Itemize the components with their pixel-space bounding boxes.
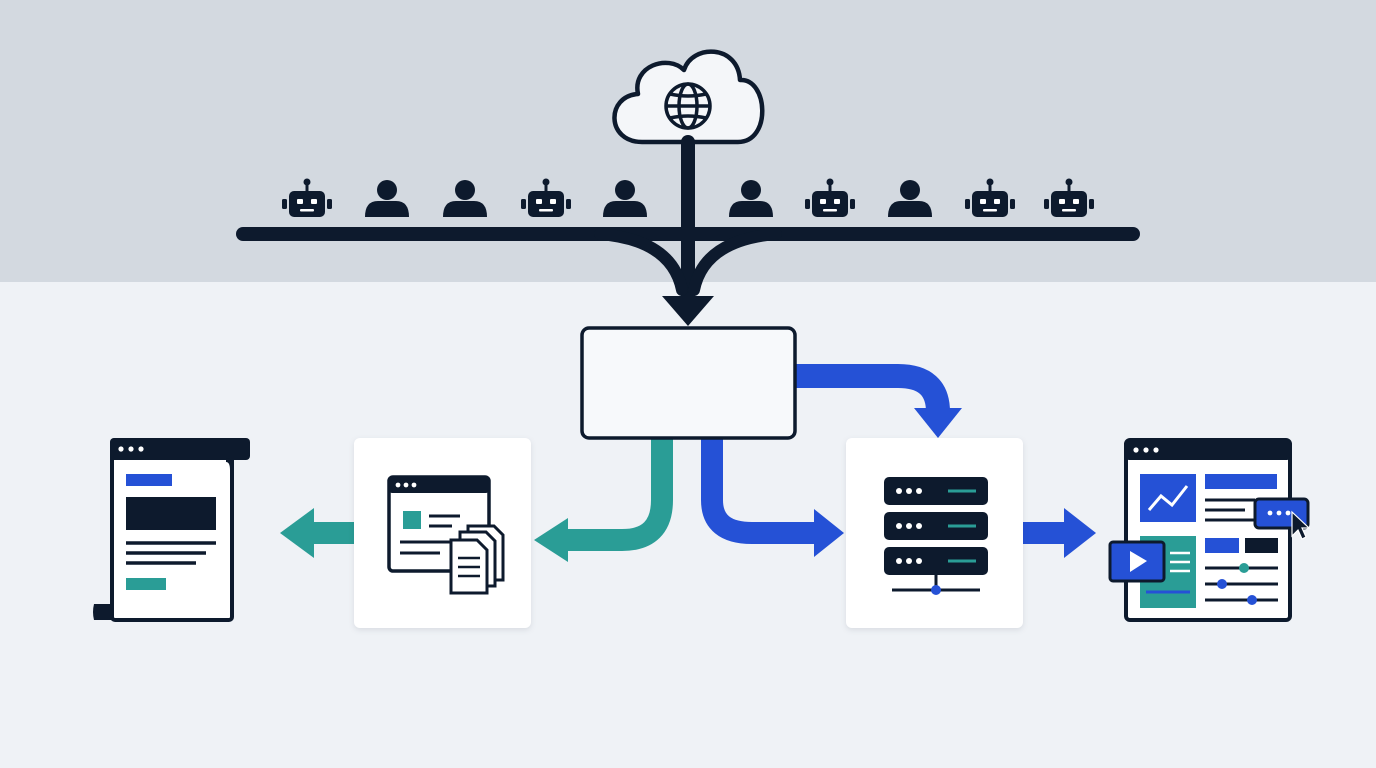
user-icon <box>729 180 773 217</box>
robot-icon <box>963 177 1017 219</box>
mouse-cursor-icon <box>1291 510 1311 540</box>
edge-cache-to-static <box>280 508 356 558</box>
line-chart-icon <box>1140 474 1196 522</box>
static-page-icon <box>93 438 250 622</box>
cloud-globe-icon <box>612 49 765 145</box>
arrowhead-down <box>662 296 714 326</box>
center-box <box>580 326 797 440</box>
user-icon <box>443 180 487 217</box>
user-icon <box>888 180 932 217</box>
user-icon <box>365 180 409 217</box>
video-play-icon <box>1108 540 1166 583</box>
robot-icon <box>1042 177 1096 219</box>
browser-documents-icon <box>387 475 505 595</box>
user-icon <box>603 180 647 217</box>
robot-icon <box>519 177 573 219</box>
documents-icon <box>449 524 505 595</box>
edge-server-to-dynamic <box>1022 508 1096 558</box>
dynamic-dashboard-icon <box>1108 438 1311 622</box>
slider-controls <box>1205 563 1278 605</box>
edge-center-to-server-top <box>795 364 962 438</box>
robot-icon <box>280 177 334 219</box>
robot-icon <box>803 177 857 219</box>
edge-center-to-server-bottom <box>701 438 844 557</box>
globe-icon <box>664 82 712 130</box>
server-stack-icon <box>884 477 988 595</box>
edge-clients-to-center <box>236 135 1140 309</box>
edge-center-to-cache <box>534 438 673 562</box>
